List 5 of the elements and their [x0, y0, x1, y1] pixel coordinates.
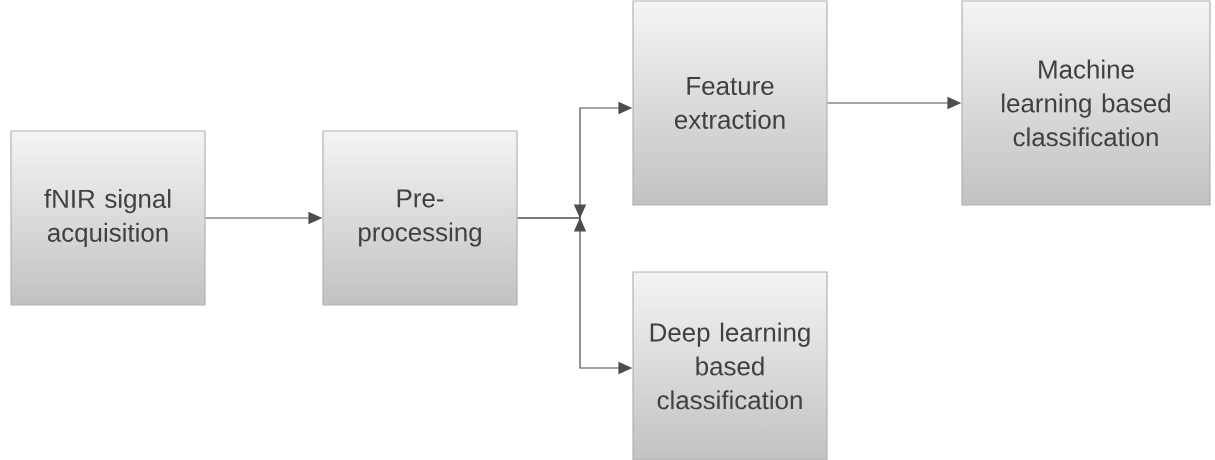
process-box: Feature extraction	[632, 0, 828, 206]
process-box: Deep learning based classification	[632, 271, 828, 460]
process-box: Machine learning based classification	[961, 0, 1211, 206]
process-box: Pre-processing	[322, 130, 518, 306]
process-box: fNIR signal acquisition	[10, 130, 206, 306]
